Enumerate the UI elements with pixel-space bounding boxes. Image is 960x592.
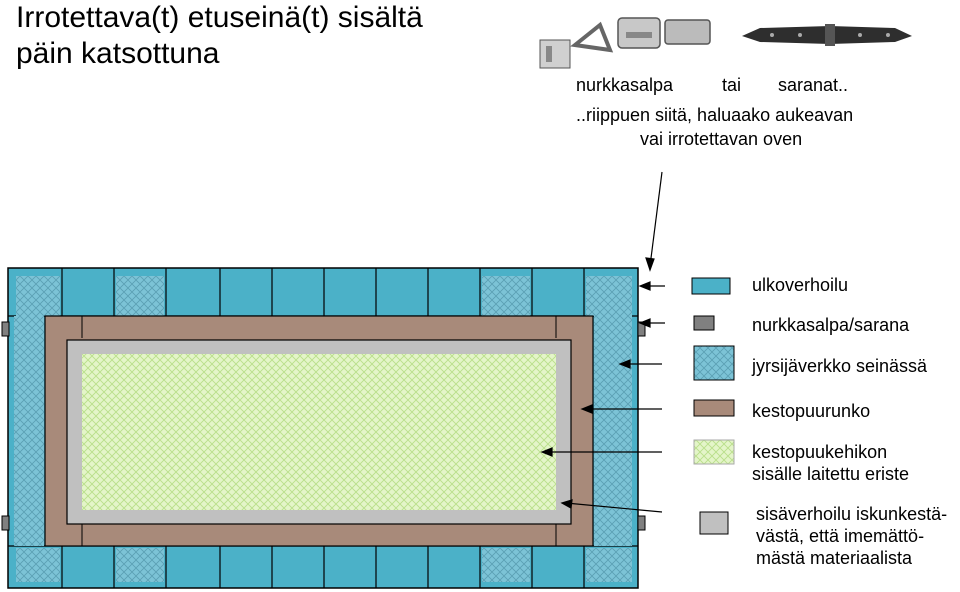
title-line-2: päin katsottuna xyxy=(16,37,220,70)
note-line-2: vai irrotettavan oven xyxy=(640,129,803,149)
rodent-mesh xyxy=(14,276,632,582)
legend-label-inner-board: sisäverhoilu iskunkestä- västä, että ime… xyxy=(756,503,947,569)
legend-label-insulation: kestopuukehikon sisälle laitettu eriste xyxy=(752,441,909,485)
legend-swatch-latch xyxy=(693,315,715,331)
title-line-1: Irrotettava(t) etuseinä(t) sisältä xyxy=(16,1,423,34)
legend-label-latch: nurkkasalpa/sarana xyxy=(752,315,910,335)
legend-swatch-insulation xyxy=(693,439,735,465)
legend-label-inner-board-line-3: mästä materiaalista xyxy=(756,548,913,568)
legend-swatch-inner-board xyxy=(699,511,729,535)
pointer-arrows xyxy=(540,171,665,513)
legend-swatch-cladding xyxy=(691,277,731,295)
legend-swatch-mesh xyxy=(693,345,735,381)
legend-label-frame: kestopuurunko xyxy=(752,401,871,421)
hinge-image xyxy=(742,24,912,46)
or-label: tai xyxy=(722,75,742,95)
legend-label-insulation-line-1: kestopuukehikon xyxy=(752,442,888,462)
insulation xyxy=(82,354,556,510)
legend-label-inner-board-line-1: sisäverhoilu iskunkestä- xyxy=(756,504,948,524)
legend-swatch-frame xyxy=(693,399,735,417)
page-title: Irrotettava(t) etuseinä(t) sisältä päin … xyxy=(16,0,423,72)
legend-label-mesh: jyrsijäverkko seinässä xyxy=(752,356,928,376)
latch-label: nurkkasalpa xyxy=(576,75,674,95)
latch-image xyxy=(539,17,711,69)
hinges-label: saranat.. xyxy=(778,75,849,95)
legend-label-insulation-line-2: sisälle laitettu eriste xyxy=(752,464,910,484)
legend-label-cladding: ulkoverhoilu xyxy=(752,275,849,295)
legend-label-inner-board-line-2: västä, että imemättö- xyxy=(756,526,925,546)
note-line-1: ..riippuen siitä, haluaako aukeavan xyxy=(576,105,854,125)
latch-marks xyxy=(1,321,646,531)
